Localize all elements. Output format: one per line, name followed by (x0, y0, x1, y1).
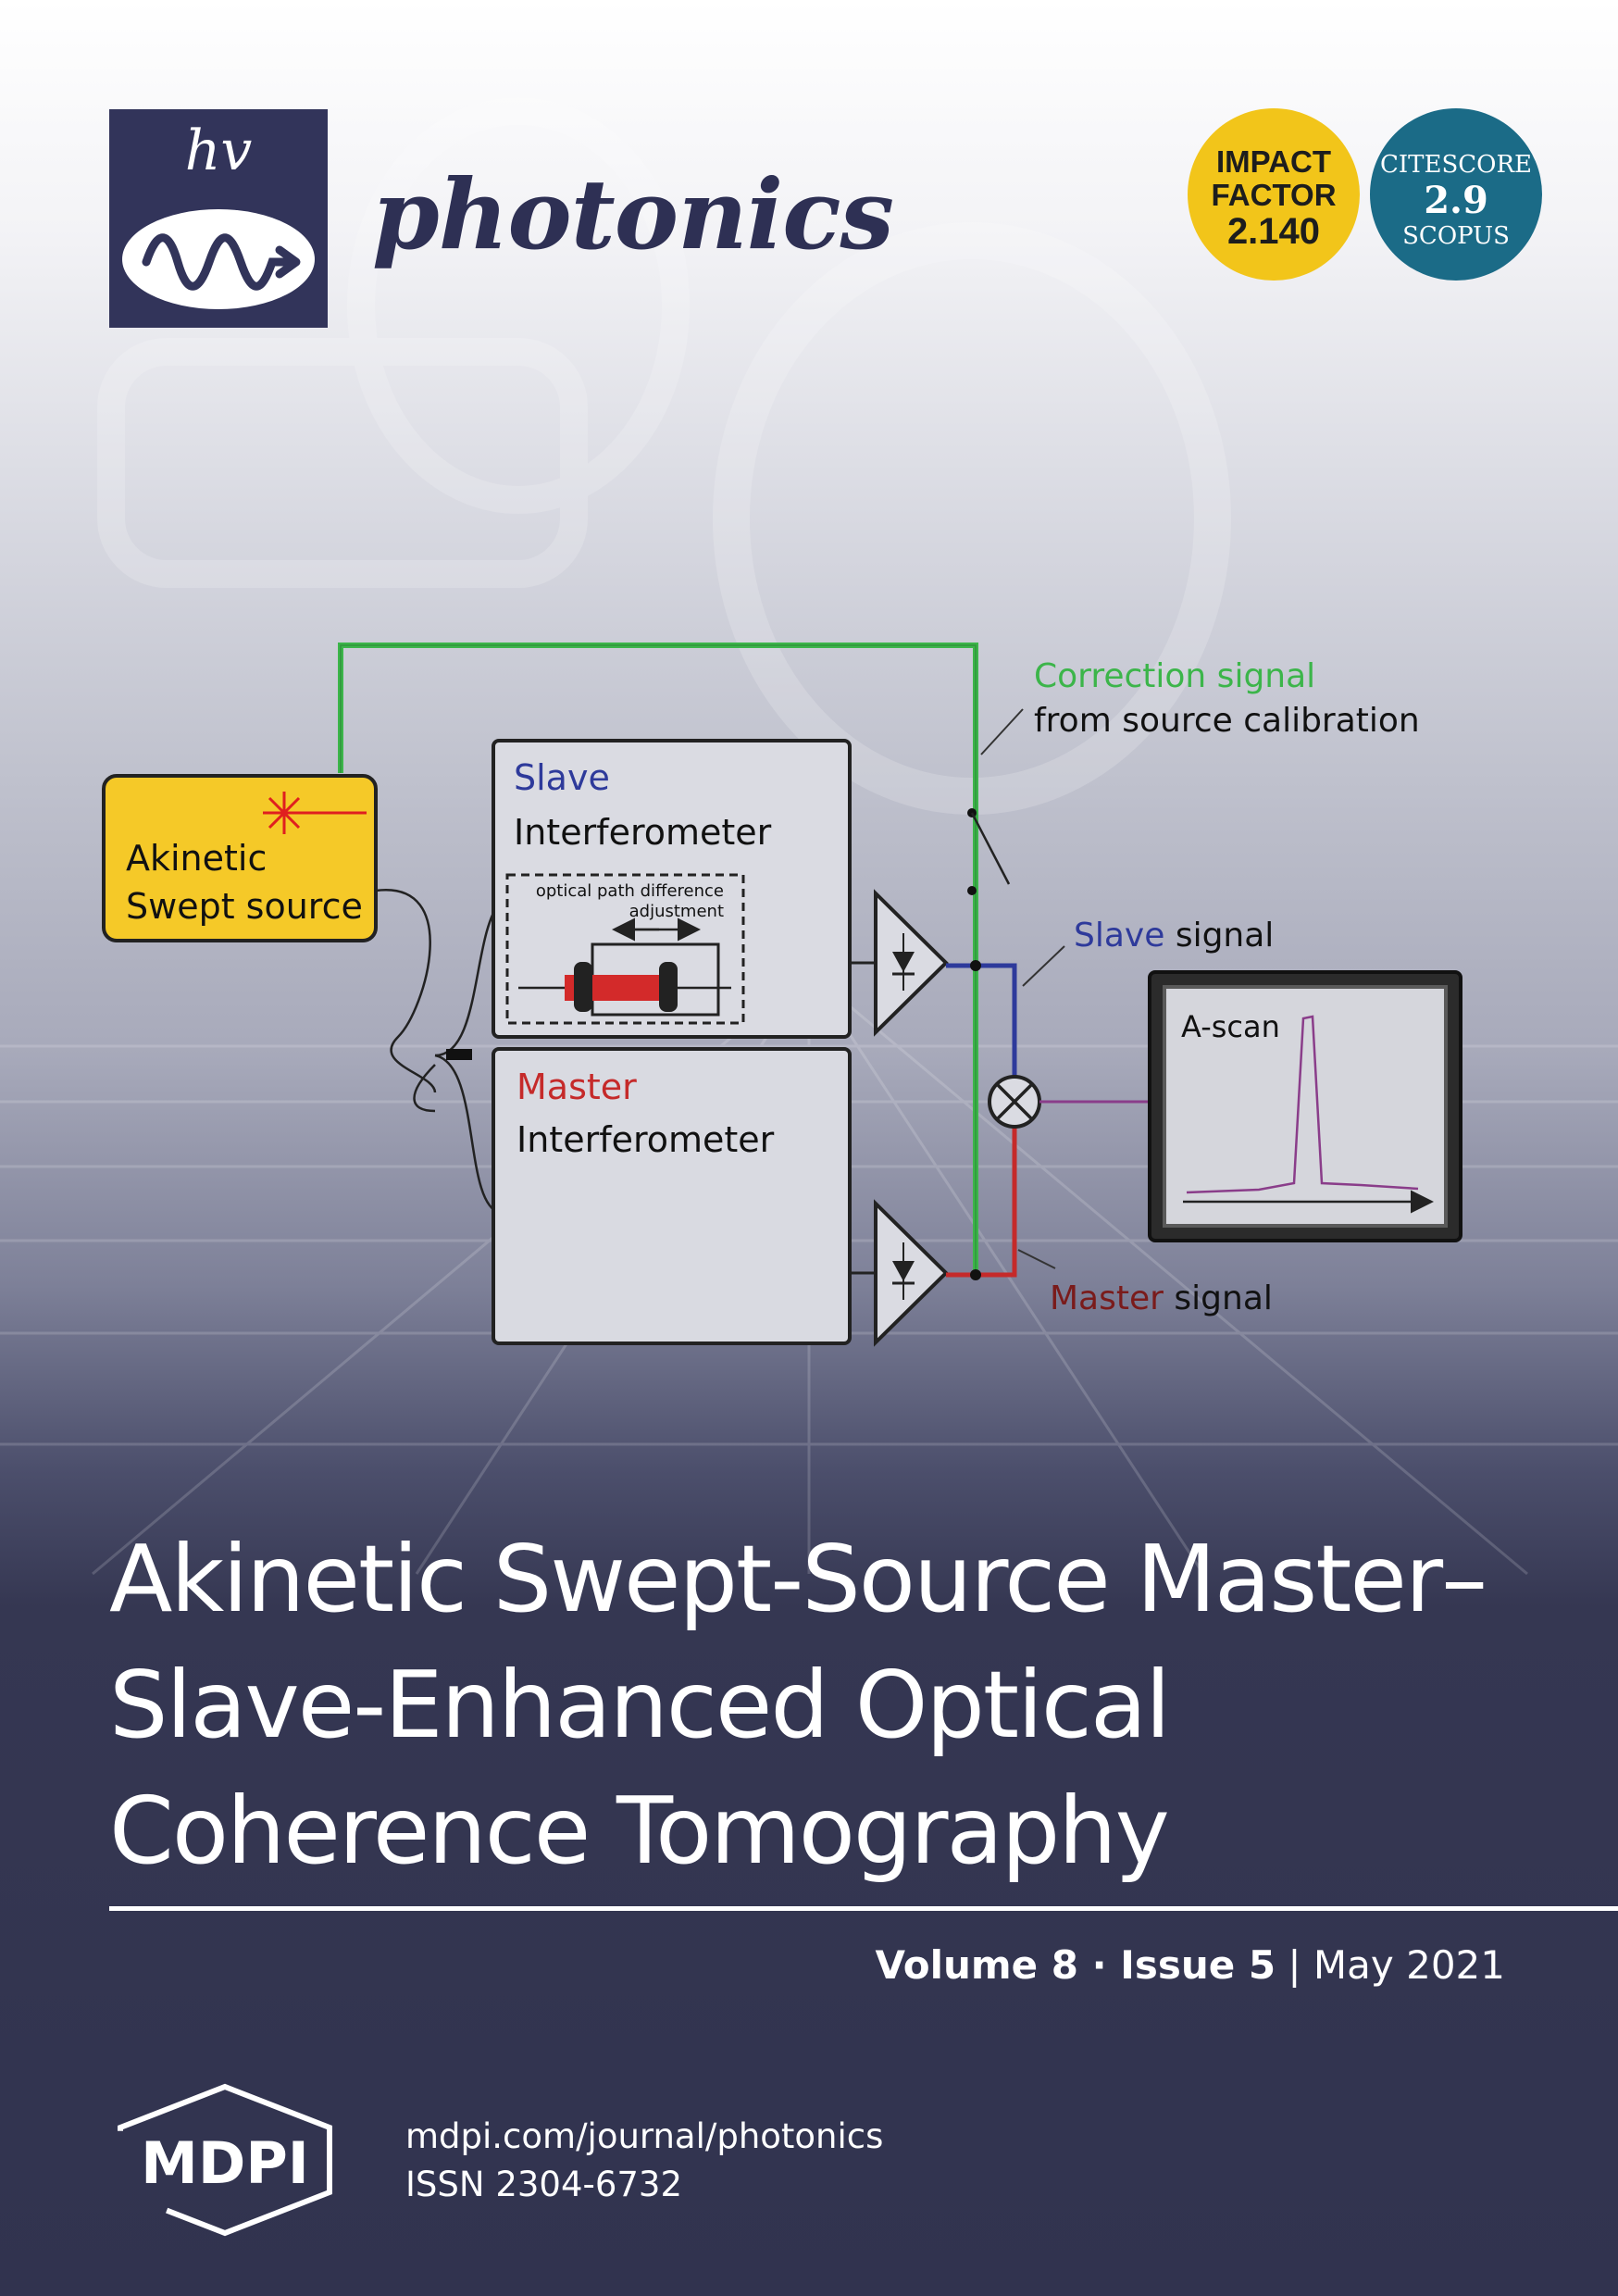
title-line-1: Akinetic Swept-Source Master– (109, 1525, 1487, 1633)
master-subtitle: Interferometer (517, 1119, 775, 1160)
correction-label-line1: Correction signal (1034, 657, 1315, 695)
journal-url[interactable]: mdpi.com/journal/photonics (405, 2116, 884, 2156)
correction-label-line2: from source calibration (1034, 702, 1420, 740)
slave-title: Slave (514, 757, 610, 798)
calibration-switch (970, 812, 1011, 885)
scopus-label: SCOPUS (1402, 222, 1510, 250)
master-title: Master (517, 1067, 637, 1107)
title-divider (109, 1906, 1618, 1911)
impact-label: IMPACT (1215, 144, 1332, 179)
journal-name: photonics (372, 157, 894, 271)
master-interferometer-box (492, 1047, 852, 1345)
laser-burst-icon (263, 792, 367, 834)
master-detector-icon (850, 1199, 949, 1347)
source-label-line2: Swept source (126, 886, 363, 927)
citescore-label: CITESCORE (1379, 151, 1533, 179)
citescore-badge: CITESCORE 2.9 SCOPUS (1370, 108, 1542, 281)
swept-source-box (102, 774, 378, 942)
ascan-label: A-scan (1181, 1009, 1280, 1044)
logo-hv-text: hv (184, 119, 253, 183)
issue-divider: | (1276, 1942, 1313, 1988)
issue-info: Volume 8 · Issue 5 | May 2021 (876, 1942, 1505, 1988)
fiber-cable (375, 889, 437, 1093)
impact-factor-value: 2.140 (1226, 211, 1321, 252)
slave-signal-wire (946, 963, 1017, 1077)
master-signal-wire (946, 1127, 1017, 1278)
footer-info: mdpi.com/journal/photonics ISSN 2304-673… (405, 2113, 883, 2209)
monitor-screen (1166, 989, 1444, 1224)
oct-system-diagram: Akinetic Swept source Slave Interferomet… (102, 643, 1462, 1347)
slave-subtitle: Interferometer (514, 812, 772, 853)
volume-label: Volume 8 (875, 1942, 1078, 1988)
ascan-trace (1186, 1015, 1419, 1194)
title-line-2: Slave-Enhanced Optical (109, 1651, 1171, 1759)
issue-label: Issue 5 (1120, 1942, 1276, 1988)
opd-label-line1: optical path difference (536, 881, 724, 901)
slave-signal-label: Slave signal (1074, 917, 1274, 955)
wave-arrow-icon (122, 209, 315, 309)
volume-issue-separator: · (1078, 1942, 1121, 1988)
opd-label-line2: adjustment (629, 902, 724, 921)
mdpi-logo-text: MDPI (141, 2129, 309, 2197)
issue-date: May 2021 (1313, 1942, 1505, 1988)
slave-detector-icon (850, 889, 949, 1037)
impact-factor-badge: IMPACT FACTOR 2.140 (1188, 108, 1360, 281)
article-title: Akinetic Swept-Source Master– Slave-Enha… (109, 1516, 1553, 1894)
multiplier-icon (988, 1075, 1041, 1129)
mdpi-logo: MDPI (118, 2083, 332, 2237)
factor-label: FACTOR (1211, 178, 1337, 212)
journal-logo: hv (109, 109, 328, 328)
opd-adjustment-frame (505, 873, 745, 1025)
source-label-line1: Akinetic (126, 838, 267, 879)
master-signal-label: Master signal (1050, 1279, 1273, 1317)
citescore-value: 2.9 (1424, 179, 1488, 222)
issn: ISSN 2304-6732 (405, 2165, 682, 2204)
title-line-3: Coherence Tomography (109, 1777, 1170, 1885)
